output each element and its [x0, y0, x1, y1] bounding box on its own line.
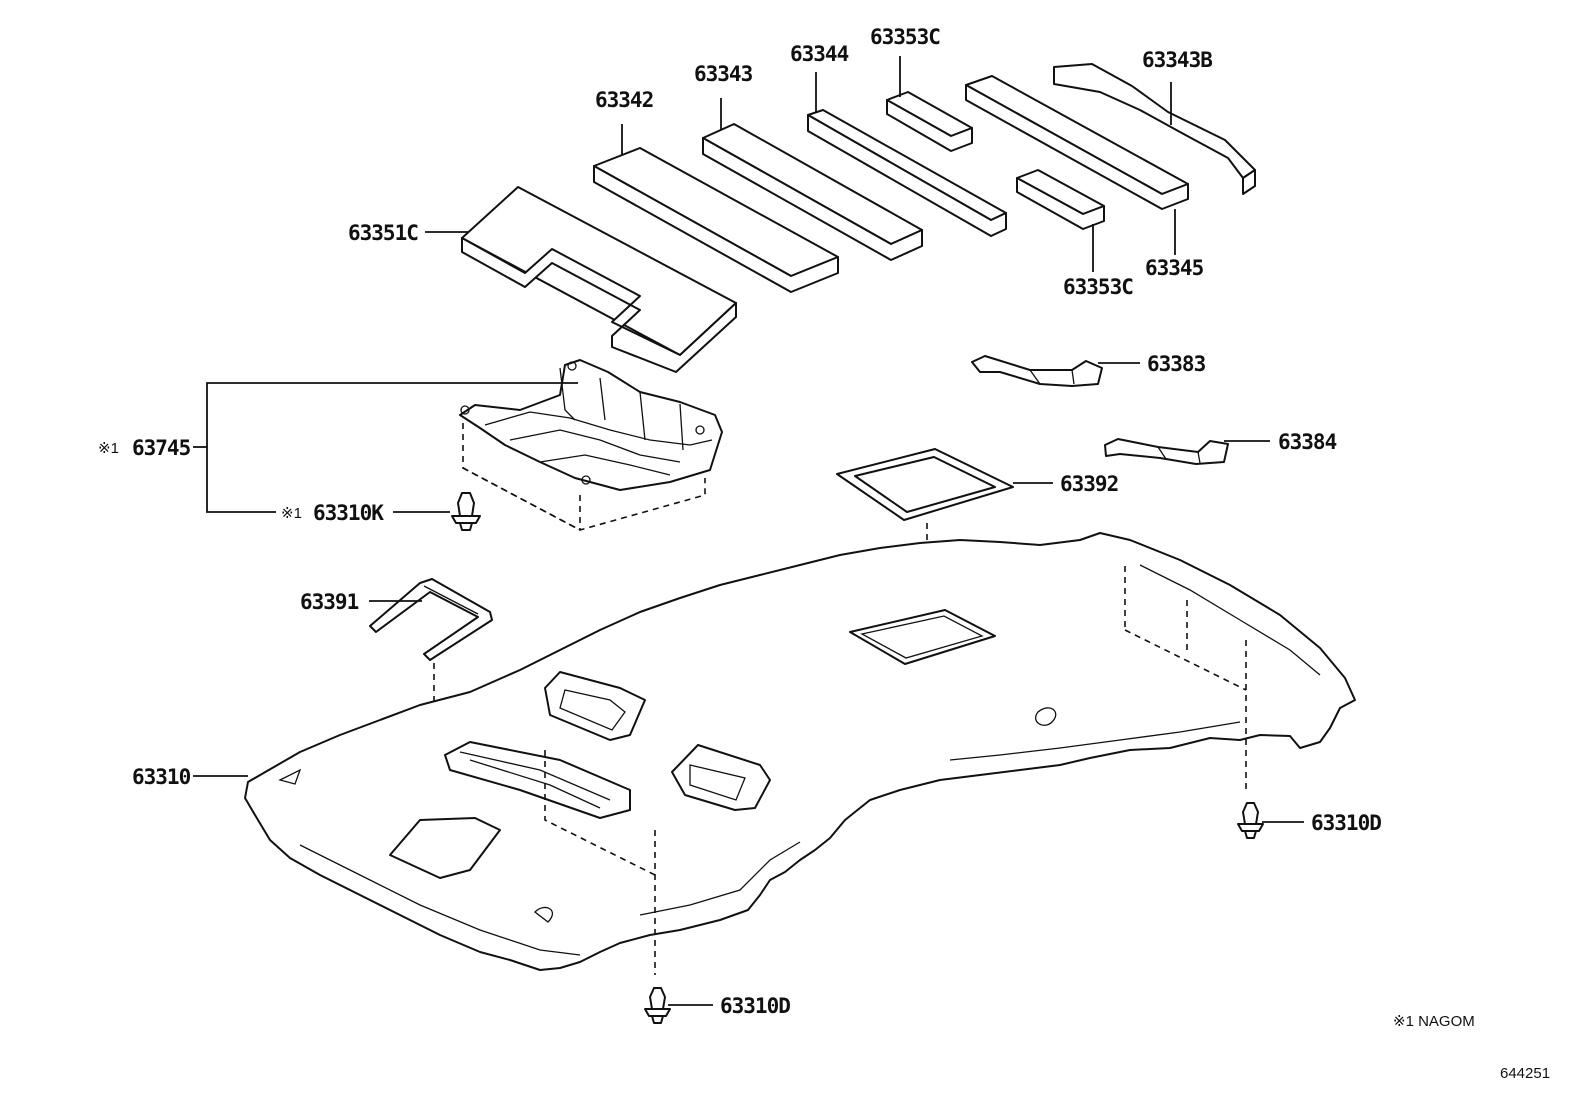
tray-63745: [459, 359, 723, 491]
footnote-mark-63310K: ※1: [281, 505, 302, 522]
bracket-63391: [369, 578, 493, 661]
label-63392[interactable]: 63392: [1060, 472, 1119, 496]
label-63344[interactable]: 63344: [790, 42, 850, 66]
pad-63353C-bottom: [1016, 169, 1105, 230]
headliner-63310: [244, 532, 1356, 971]
pad-63343B: [1053, 63, 1256, 195]
clip-63310D-right: [1237, 802, 1264, 839]
pad-63343: [702, 123, 923, 261]
footnote-mark-63745: ※1: [98, 440, 119, 457]
clip-63310K: [451, 492, 481, 531]
label-63383[interactable]: 63383: [1147, 352, 1207, 376]
frame-63392: [836, 448, 1014, 521]
label-63310D-right[interactable]: 63310D: [1311, 811, 1382, 835]
footnote-nagom: ※1 NAGOM: [1393, 1013, 1475, 1030]
label-63343[interactable]: 63343: [694, 62, 754, 86]
pad-63342: [593, 147, 839, 293]
label-63745[interactable]: 63745: [132, 436, 192, 460]
label-63345[interactable]: 63345: [1145, 256, 1205, 280]
label-63351C[interactable]: 63351C: [348, 221, 419, 245]
pad-63351C: [461, 186, 737, 373]
clip-63310D-bottom: [644, 987, 671, 1024]
pad-63344: [807, 109, 1007, 237]
figure-number: 644251: [1500, 1065, 1550, 1082]
label-63353C-top[interactable]: 63353C: [870, 25, 941, 49]
label-63353C-bottom[interactable]: 63353C: [1063, 275, 1134, 299]
pad-63345: [965, 75, 1189, 210]
label-63310K[interactable]: 63310K: [313, 501, 385, 525]
label-63310D-bottom[interactable]: 63310D: [720, 994, 791, 1018]
bracket-63384: [1104, 438, 1229, 465]
label-63343B[interactable]: 63343B: [1142, 48, 1213, 72]
bracket-63383: [971, 355, 1103, 387]
label-63310[interactable]: 63310: [132, 765, 192, 789]
label-63391[interactable]: 63391: [300, 590, 360, 614]
label-63342[interactable]: 63342: [595, 88, 654, 112]
pad-63353C-top: [886, 91, 973, 152]
label-63384[interactable]: 63384: [1278, 430, 1338, 454]
